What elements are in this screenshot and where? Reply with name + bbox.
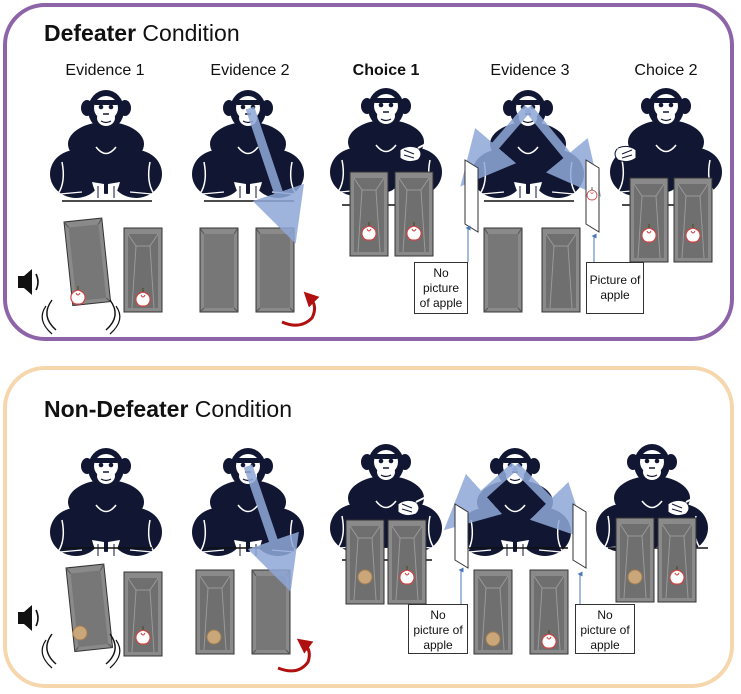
- chimpanzee-icon: [471, 89, 585, 201]
- rotation-arrow-icon: [281, 291, 320, 327]
- gaze-arrow-icon: [245, 106, 304, 244]
- tilted-cup: [63, 217, 112, 307]
- chimpanzee-icon: [49, 447, 163, 559]
- gaze-arrow-icon: [524, 105, 602, 197]
- speaker-icon: [17, 604, 39, 632]
- defeater-panel: [3, 3, 734, 341]
- callout-no-picture-top: No picture of apple: [414, 262, 468, 314]
- callout-no-picture-bottom-left: No picture of apple: [408, 604, 468, 654]
- cup: [615, 517, 655, 603]
- chimpanzee-icon: [191, 447, 305, 559]
- food-ball-icon: [206, 629, 222, 645]
- cup: [657, 517, 697, 603]
- rotation-arrow-icon: [277, 638, 314, 673]
- picture-card: [464, 159, 479, 233]
- gaze-arrow-icon: [243, 464, 299, 592]
- cup: [251, 569, 291, 655]
- cup: [541, 227, 581, 313]
- label-evidence-2: Evidence 2: [210, 62, 290, 79]
- label-evidence-1: Evidence 1: [65, 62, 145, 79]
- cup: [629, 177, 669, 263]
- defeater-title: Defeater Condition: [44, 20, 240, 46]
- chimpanzee-icon: [191, 89, 305, 201]
- cup: [394, 171, 434, 257]
- cup: [345, 519, 385, 605]
- food-ball-icon: [357, 569, 373, 585]
- food-ball-icon: [627, 569, 643, 585]
- gaze-arrow-icon: [460, 105, 532, 187]
- cup: [387, 519, 427, 605]
- label-choice-2: Choice 2: [634, 62, 698, 79]
- non-defeater-panel: [3, 366, 734, 688]
- tilted-cup: [65, 563, 114, 653]
- cup: [199, 227, 239, 313]
- picture-card: [572, 503, 587, 569]
- non-defeater-title: Non-Defeater Condition: [44, 396, 292, 422]
- cup: [349, 171, 389, 257]
- cup: [673, 177, 713, 263]
- callout-no-picture-bottom-right: No picture of apple: [575, 604, 635, 654]
- food-ball-icon: [72, 625, 88, 641]
- label-choice-1: Choice 1: [352, 62, 420, 79]
- speaker-icon: [17, 268, 39, 296]
- cup: [483, 227, 523, 313]
- gaze-arrow-icon: [443, 462, 519, 531]
- picture-card: [454, 503, 469, 569]
- chimpanzee-icon: [49, 89, 163, 201]
- callout-picture-top: Picture of apple: [586, 262, 644, 314]
- gaze-arrow-icon: [511, 462, 587, 540]
- cup: [255, 227, 295, 313]
- label-evidence-3: Evidence 3: [490, 62, 570, 79]
- food-ball-icon: [485, 631, 501, 647]
